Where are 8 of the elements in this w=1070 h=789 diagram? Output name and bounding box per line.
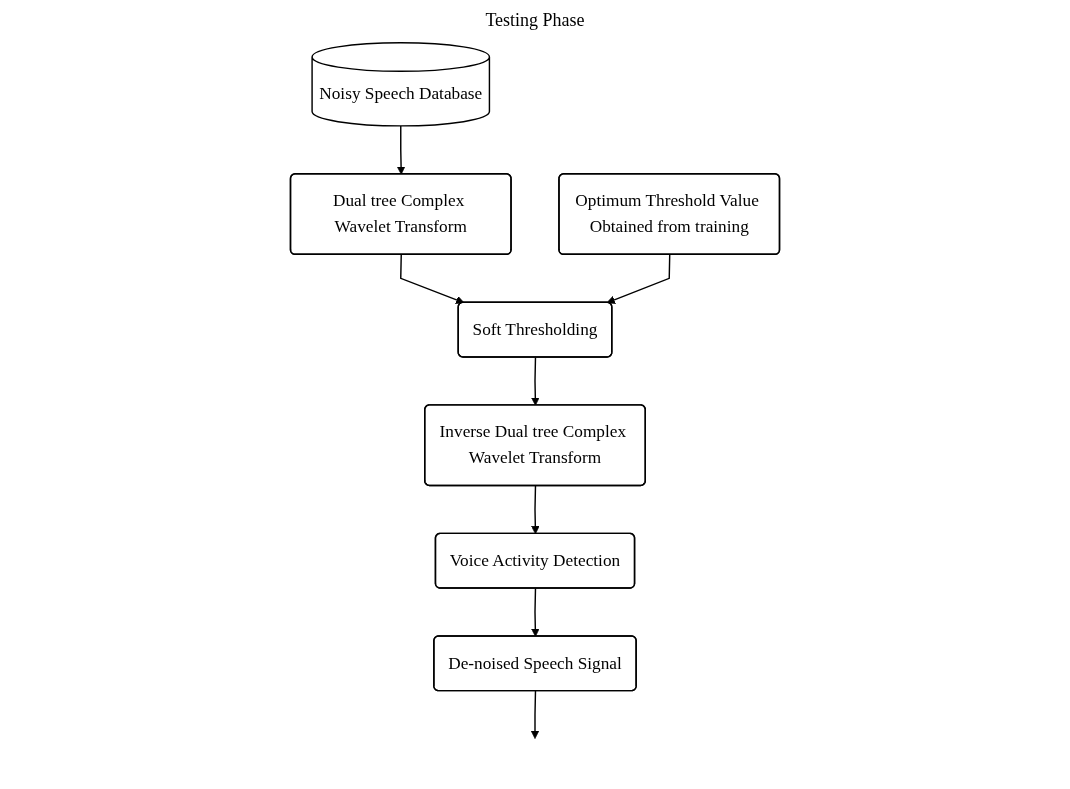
arrow <box>531 485 540 535</box>
diagram-title: Testing Phase <box>484 10 586 31</box>
arrow <box>606 254 671 304</box>
arrow <box>531 587 540 637</box>
arrow <box>530 690 540 739</box>
arrow <box>531 356 540 406</box>
arrow <box>396 125 406 175</box>
arrow <box>400 254 465 304</box>
